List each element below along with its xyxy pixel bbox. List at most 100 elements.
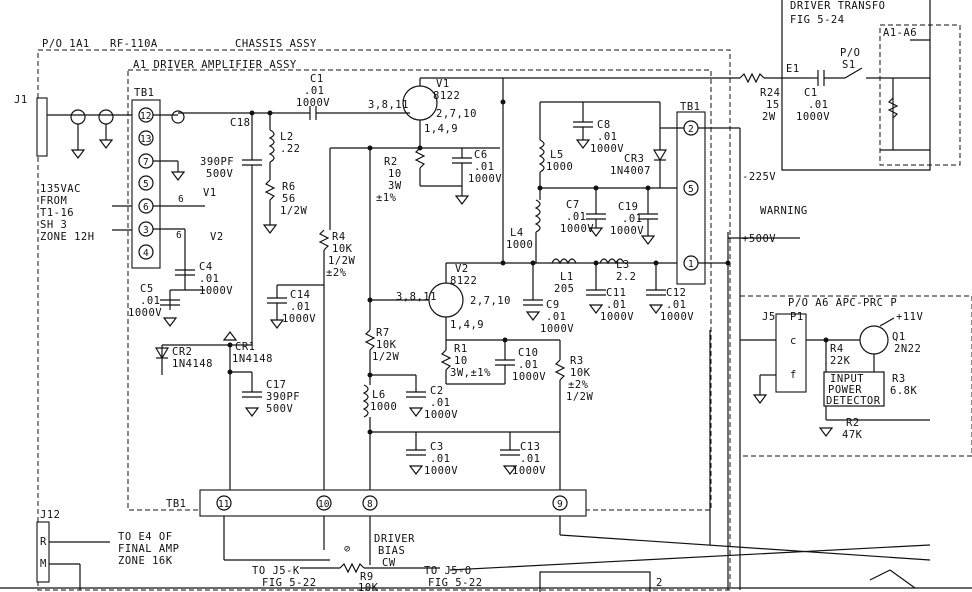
r2b-value: 47K (842, 429, 863, 441)
v1-heater-label: V1 (203, 187, 217, 199)
c9-voltage: 1000V (540, 323, 574, 335)
c12-label: C12 (666, 287, 686, 299)
ground-symbol (98, 139, 114, 149)
c19-voltage: 1000V (610, 225, 644, 237)
c1-voltage: 1000V (296, 97, 330, 109)
c2-voltage: 1000V (424, 409, 458, 421)
tb1-bottom-9: 9 (557, 499, 563, 510)
r24-label: R24 (760, 87, 780, 99)
c5-voltage: 1000V (128, 307, 162, 319)
plus11-label: +11V (896, 311, 923, 323)
terminal-3: 3 (143, 225, 149, 236)
power-detector-box (823, 371, 885, 407)
r6-power: 1/2W (280, 205, 307, 217)
terminal-7: 7 (143, 157, 149, 168)
q1-transistor (859, 325, 889, 355)
tb1-terminal-5: 5 (688, 184, 694, 195)
j12-connector (36, 521, 50, 583)
j12-pin-r: R (40, 536, 47, 548)
to-e4-line: ZONE 16K (118, 555, 173, 567)
to-e4-line: TO E4 OF (118, 531, 173, 543)
tb1-terminal-2: 2 (688, 124, 694, 135)
r4-resistor (318, 229, 330, 251)
r2-tolerance: ±1% (376, 192, 397, 204)
r1-power: 3W,±1% (450, 367, 491, 379)
r7-power: 1/2W (372, 351, 399, 363)
c19-label: C19 (618, 201, 638, 213)
coax-shield-2 (98, 109, 114, 125)
c1b-label: C1 (804, 87, 818, 99)
l4-inductor (534, 199, 541, 233)
r7-value: 10K (376, 339, 397, 351)
to-e4-line: FINAL AMP (118, 543, 179, 555)
tb1-left-block (131, 99, 161, 269)
bias-arrow: ⊘ (344, 543, 351, 555)
a6-label: P/O A6 APC-PRC P (788, 297, 897, 309)
r4-tolerance: ±2% (326, 267, 347, 279)
v2-pins-c: 1,4,9 (450, 319, 484, 331)
c8-voltage: 1000V (590, 143, 624, 155)
tb1-bottom-label: TB1 (166, 498, 186, 510)
to-j5k-label: TO J5-K (252, 565, 300, 577)
c18-value: 390PF (200, 156, 234, 168)
r3-value: 10K (570, 367, 591, 379)
a1a6-box (879, 24, 961, 166)
s1-label: P/O (840, 47, 860, 59)
driver-transformer-label: DRIVER TRANSFO (790, 0, 886, 12)
c17-value: 390PF (266, 391, 300, 403)
r9-value: 10K (358, 582, 379, 592)
ac-note-line: 135VAC (40, 183, 81, 195)
po-1a1-label: P/O 1A1 (42, 38, 90, 50)
r9-potentiometer (339, 562, 365, 574)
r24-value: 15 (766, 99, 780, 111)
c7-value: .01 (566, 211, 586, 223)
s1-value: S1 (842, 59, 856, 71)
c13-value: .01 (520, 453, 540, 465)
l1-value: 205 (554, 283, 574, 295)
v1-label: V1 (436, 78, 450, 90)
l6-label: L6 (372, 389, 386, 401)
l3-inductor (599, 258, 625, 265)
terminal-6: 6 (143, 202, 149, 213)
c7-voltage: 1000V (560, 223, 594, 235)
c14-label: C14 (290, 289, 310, 301)
r24-resistor (739, 72, 765, 84)
c10-value: .01 (518, 359, 538, 371)
r3b-label: R3 (892, 373, 906, 385)
pin-c: c (790, 335, 797, 347)
detector-line: DETECTOR (826, 395, 881, 407)
r3-label: R3 (570, 355, 584, 367)
r6-label: R6 (282, 181, 296, 193)
terminal-5: 5 (143, 179, 149, 190)
fig-524-label: FIG 5-24 (790, 14, 845, 26)
p1-label: P1 (790, 311, 804, 323)
r1-resistor (440, 349, 452, 371)
chassis-assembly-border (37, 49, 731, 591)
tb1-right-label: TB1 (680, 101, 700, 113)
c6-voltage: 1000V (468, 173, 502, 185)
l4-label: L4 (510, 227, 524, 239)
ac-note-line: ZONE 12H (40, 231, 95, 243)
c10-voltage: 1000V (512, 371, 546, 383)
r2-value: 10 (388, 168, 402, 180)
a1a6-label: A1-A6 (883, 27, 917, 39)
j5-p1-connector (775, 313, 807, 393)
chassis-assy-label: CHASSIS ASSY (235, 38, 317, 50)
num-2: 2 (656, 577, 663, 589)
tb1-terminal-1: 1 (688, 259, 694, 270)
c1-label: C1 (310, 73, 324, 85)
driver-transformer-box (781, 0, 931, 171)
cr2-diode (154, 347, 170, 360)
driver-bias-label-2: BIAS (378, 545, 405, 557)
v225-label: -225V (742, 171, 776, 183)
c19-value: .01 (622, 213, 642, 225)
r3-power: 1/2W (566, 391, 593, 403)
l6-inductor (362, 384, 369, 418)
c7-label: C7 (566, 199, 580, 211)
j5-label: J5 (762, 311, 776, 323)
c11-value: .01 (606, 299, 626, 311)
c8-value: .01 (597, 131, 617, 143)
l5-inductor (538, 139, 545, 173)
l2-inductor (268, 129, 275, 163)
